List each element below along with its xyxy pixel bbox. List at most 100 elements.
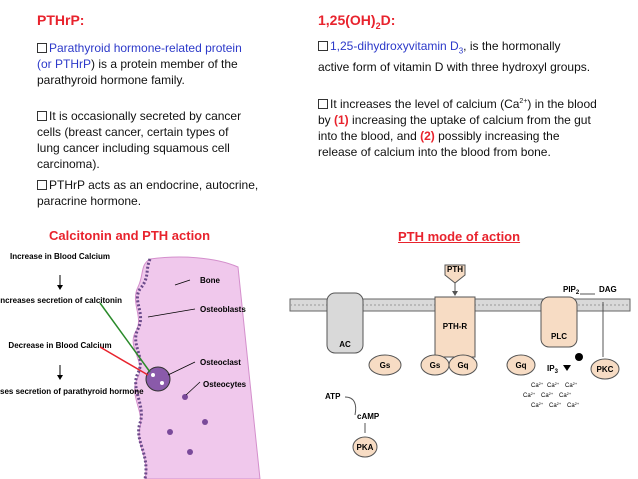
- nucleus: [151, 373, 155, 377]
- text-fragment: PTHrP acts as an endocrine, autocrine, p…: [37, 178, 259, 208]
- text-fragment: Ca: [567, 403, 575, 409]
- label-gq: Gq: [457, 361, 468, 370]
- vitd-fullname: 1,25-dihydroxyvitamin D: [330, 39, 459, 53]
- label-osteoblasts: Osteoblasts: [200, 305, 246, 314]
- flow-decrease-calcium: Decrease in Blood Calcium: [8, 341, 111, 350]
- phospholipase-c: [540, 296, 578, 348]
- pointer-line: [167, 361, 196, 376]
- svg-text:Ca2+: Ca2+: [523, 391, 536, 399]
- text-fragment: Ca: [565, 383, 573, 389]
- text-fragment: 2+: [539, 401, 544, 406]
- vitd-heading: 1,25(OH)2D:: [318, 12, 395, 31]
- osteocyte-cell: [167, 429, 173, 435]
- bone-edge: [134, 258, 152, 479]
- text-fragment: 2: [576, 290, 580, 296]
- text-fragment: D:: [380, 12, 396, 28]
- svg-text:Ca2+: Ca2+: [531, 381, 544, 389]
- calcium-ions: Ca2+ Ca2+ Ca2+ Ca2+ Ca2+ Ca2+ Ca2+ Ca2+ …: [523, 381, 580, 409]
- ptHrp-bullet-3: PTHrP acts as an endocrine, autocrine, p…: [37, 177, 267, 209]
- channel-dot: [575, 353, 583, 361]
- ip3-triangle: [563, 365, 571, 371]
- checkbox-bullet-icon: [318, 41, 328, 51]
- svg-text:Ca2+: Ca2+: [559, 391, 572, 399]
- label-osteoclast: Osteoclast: [200, 358, 241, 367]
- pth-panel-title: PTH mode of action: [398, 229, 521, 244]
- text-fragment: Ca: [531, 383, 539, 389]
- pth-receptor: [434, 296, 476, 358]
- text-fragment: 2+: [567, 391, 572, 396]
- nucleus: [160, 381, 164, 385]
- calcitonin-arrow: [99, 302, 151, 373]
- text-fragment: 2+: [555, 381, 560, 386]
- text-fragment: 2: [375, 20, 381, 31]
- svg-text:Ca2+: Ca2+: [549, 401, 562, 409]
- pthrp-fullname: Parathyroid hormone-related protein: [49, 41, 242, 55]
- text-fragment: IP: [547, 364, 555, 373]
- calcitonin-panel-title: Calcitonin and PTH action: [49, 228, 211, 243]
- osteocyte-cell: [187, 449, 193, 455]
- label-ac: AC: [339, 340, 351, 349]
- vitd-bullet-2: It increases the level of calcium (Ca2+)…: [318, 94, 598, 160]
- label-atp: ATP: [325, 392, 341, 401]
- label-gs: Gs: [430, 361, 441, 370]
- text-fragment: (or: [37, 57, 55, 71]
- pthrp-abbrev: PTHrP: [55, 57, 91, 71]
- text-fragment: Ca: [549, 403, 557, 409]
- text-fragment: 2+: [573, 381, 578, 386]
- text-fragment: 3: [458, 46, 464, 56]
- pth-mode-diagram: PTH PTH-R AC Gs Gs Gq Gq PLC PIP2 DAG IP…: [289, 264, 631, 458]
- text-fragment: Ca: [547, 383, 555, 389]
- label-dag: DAG: [599, 285, 617, 294]
- pointer-line: [174, 279, 191, 286]
- label-bone: Bone: [200, 276, 221, 285]
- label-gs: Gs: [380, 361, 391, 370]
- label-ip3: IP3: [547, 364, 559, 375]
- ptHrp-bullet-2: It is occasionally secreted by cancer ce…: [37, 108, 247, 172]
- label-pka: PKA: [357, 443, 374, 452]
- label-plc: PLC: [551, 332, 567, 341]
- svg-text:Ca2+: Ca2+: [547, 381, 560, 389]
- text-fragment: 2+: [539, 381, 544, 386]
- text-fragment: 3: [555, 369, 559, 375]
- pka-enzyme: [352, 436, 378, 458]
- label-pkc: PKC: [597, 365, 614, 374]
- adenylate-cyclase: [326, 292, 364, 354]
- text-fragment: Ca: [523, 393, 531, 399]
- label-pthr: PTH-R: [443, 322, 468, 331]
- label-pth: PTH: [447, 265, 463, 274]
- text-fragment: It is occasionally secreted by cancer ce…: [37, 109, 242, 171]
- flow-secrete-pth: Increases secretion of parathyroid hormo…: [0, 387, 144, 396]
- osteocyte-cell: [182, 394, 188, 400]
- text-fragment: Ca: [559, 393, 567, 399]
- arrowhead: [452, 291, 458, 296]
- pathway-arrow: [344, 396, 357, 416]
- checkbox-bullet-icon: [37, 43, 47, 53]
- label-gq: Gq: [515, 361, 526, 370]
- svg-text:Ca2+: Ca2+: [565, 381, 578, 389]
- checkbox-bullet-icon: [37, 111, 47, 121]
- vitd-bullet-1: 1,25-dihydroxyvitamin D3, is the hormona…: [318, 38, 593, 75]
- svg-text:Ca2+: Ca2+: [531, 401, 544, 409]
- text-fragment: , is the hormonally active form of vitam…: [318, 39, 591, 75]
- label-camp: cAMP: [357, 412, 380, 421]
- svg-text:Ca2+: Ca2+: [567, 401, 580, 409]
- checkbox-bullet-icon: [318, 99, 328, 109]
- pth-arrow: [99, 346, 149, 376]
- text-fragment: ) in the blood by: [318, 97, 597, 127]
- ptHrp-heading: PTHrP:: [37, 12, 85, 28]
- text-fragment: 2+: [519, 98, 528, 105]
- pointer-line: [185, 381, 201, 396]
- text-fragment: 2+: [557, 401, 562, 406]
- text-fragment: Ca: [531, 403, 539, 409]
- pth-ligand: [444, 264, 466, 284]
- step-number: (1): [334, 113, 349, 127]
- svg-text:Ca2+: Ca2+: [541, 391, 554, 399]
- ptHrp-bullet-1: Parathyroid hormone-related protein (or …: [37, 40, 247, 88]
- checkbox-bullet-icon: [37, 180, 47, 190]
- calcitonin-pth-diagram: Increase in Blood Calcium Increases secr…: [0, 252, 261, 479]
- text-fragment: 2+: [531, 391, 536, 396]
- step-number: (2): [420, 129, 435, 143]
- text-fragment: 2+: [549, 391, 554, 396]
- text-fragment: PIP: [563, 285, 577, 294]
- pkc-enzyme: [590, 358, 620, 380]
